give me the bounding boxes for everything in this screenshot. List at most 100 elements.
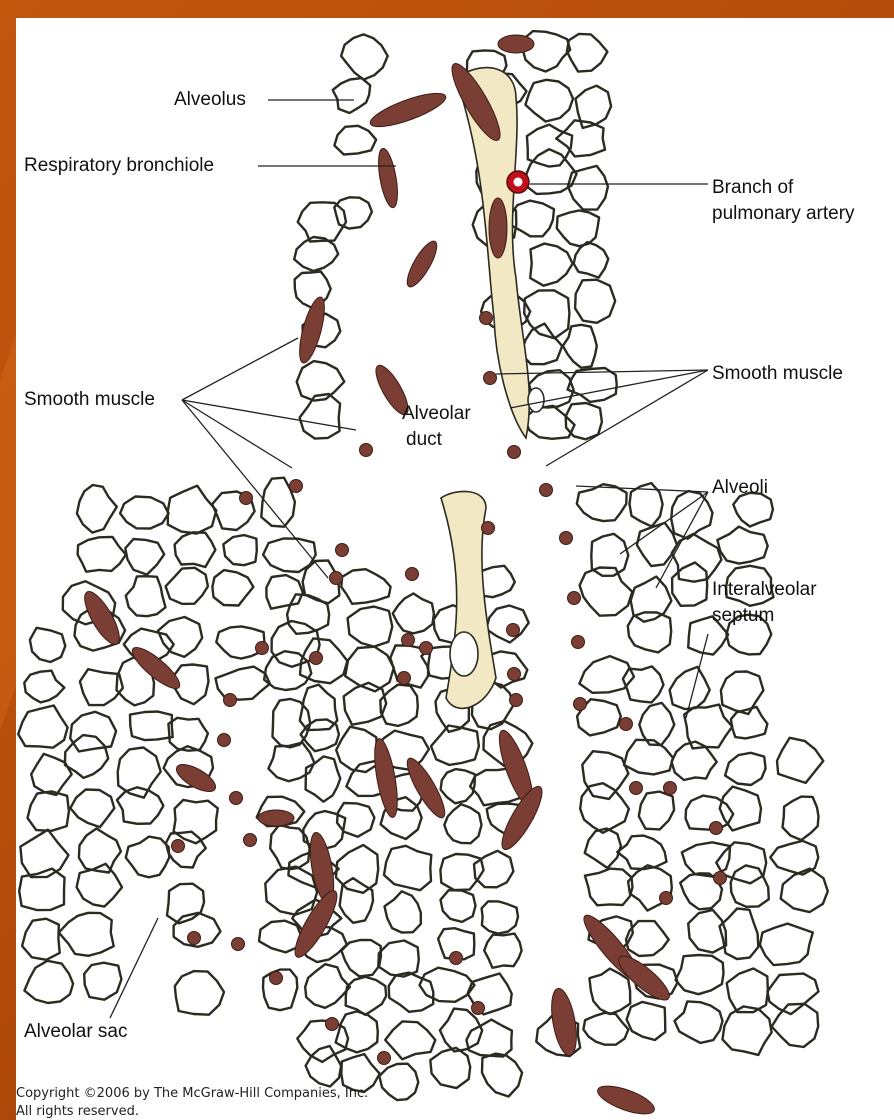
alveolus-cell <box>482 901 518 933</box>
smooth-muscle-knob <box>574 698 587 711</box>
smooth-muscle-bundle <box>613 950 675 1006</box>
alveolus-cell <box>521 324 562 365</box>
alveolus-cell <box>174 800 218 843</box>
alveolus-cell <box>259 921 301 953</box>
alveolus-cell <box>306 756 341 801</box>
smooth-muscle-knob <box>290 480 303 493</box>
smooth-muscle-knob <box>572 636 585 649</box>
alveolus-cell <box>628 612 671 652</box>
alveolus-cell <box>585 869 633 906</box>
smooth-muscle-knob <box>378 1052 391 1065</box>
alveolus-cell <box>617 836 666 870</box>
smooth-muscle-knob <box>714 872 727 885</box>
alveolus-cell <box>639 703 674 745</box>
alveolus-cell <box>777 738 823 783</box>
alveolus-cell <box>18 706 67 748</box>
alveolus-cell <box>717 527 767 564</box>
smooth-muscle-bundle <box>127 642 185 694</box>
smooth-muscle-bundle <box>370 737 402 819</box>
alveolus-cell <box>583 1013 628 1045</box>
smooth-muscle-bundle <box>489 198 507 258</box>
alveolus-cell <box>384 846 431 890</box>
label-branch-line2: pulmonary artery <box>712 202 855 226</box>
alveolus-cell <box>783 797 819 841</box>
copyright-line2: All rights reserved. <box>16 1104 139 1120</box>
smooth-muscle-bundle <box>498 35 534 53</box>
leader-line <box>182 338 298 400</box>
alveolus-cell <box>341 940 381 977</box>
alveolus-cell <box>345 647 394 692</box>
label-smooth-muscle-right: Smooth muscle <box>712 362 843 386</box>
smooth-muscle-knob <box>172 840 185 853</box>
smooth-muscle-knob <box>360 444 373 457</box>
smooth-muscle-knob <box>270 972 283 985</box>
alveolus-cell <box>585 829 621 869</box>
alveolus-cell <box>420 968 475 1002</box>
smooth-muscle-bundle <box>594 1080 657 1119</box>
smooth-muscle-knob <box>480 312 493 325</box>
blood-vessel <box>450 632 478 676</box>
smooth-muscle-knob <box>660 892 673 905</box>
alveolus-cell <box>28 791 69 830</box>
alveolus-cell <box>686 796 734 831</box>
smooth-muscle-knob <box>507 624 520 637</box>
blood-vessel <box>528 388 544 412</box>
alveolus-cell <box>78 537 126 572</box>
alveolus-cell <box>84 963 121 1000</box>
alveolus-cell <box>120 497 169 529</box>
label-interalveolar-line1: Interalveolar <box>712 578 817 602</box>
label-alveolar-sac: Alveolar sac <box>24 1020 128 1044</box>
alveolus-cell <box>760 924 813 966</box>
alveolus-cell <box>523 31 570 71</box>
alveolus-cell <box>130 712 173 741</box>
alveolus-cell <box>589 969 630 1015</box>
alveolus-cell <box>24 961 73 1003</box>
alveolus-cell <box>265 867 317 915</box>
smooth-muscle-bundle <box>258 810 294 826</box>
label-smooth-muscle-left: Smooth muscle <box>24 388 155 412</box>
smooth-muscle-knob <box>560 532 573 545</box>
leader-line <box>656 492 708 588</box>
smooth-muscle-knob <box>482 522 495 535</box>
alveolus-cell <box>295 272 331 308</box>
smooth-muscle-knob <box>484 372 497 385</box>
alveolus-cell <box>264 651 311 690</box>
alveolus-cell <box>430 1048 470 1088</box>
alveolus-cell <box>474 851 513 888</box>
label-alveolar-duct-line1: Alveolar <box>402 402 471 426</box>
alveolus-cell <box>389 973 434 1012</box>
label-alveolus: Alveolus <box>174 88 246 112</box>
smooth-muscle-bundle <box>401 754 451 822</box>
alveolus-cell <box>626 921 669 956</box>
alveolus-cell <box>444 804 481 843</box>
alveolus-cell <box>486 606 529 643</box>
alveolus-cell <box>567 34 608 72</box>
smooth-muscle-knob <box>224 694 237 707</box>
alveolus-cell <box>168 486 217 534</box>
alveolus-cell <box>378 941 419 977</box>
label-alveolar-duct-line2: duct <box>406 428 442 452</box>
alveolus-cell <box>70 712 116 752</box>
label-branch-line1: Branch of <box>712 176 793 200</box>
label-interalveolar-line2: septum <box>712 604 774 628</box>
smooth-muscle-knob <box>620 718 633 731</box>
alveolus-cell <box>379 1064 418 1100</box>
smooth-muscle-knob <box>508 446 521 459</box>
alveolus-cell <box>266 575 302 609</box>
alveolus-cell <box>440 1009 482 1052</box>
alveolus-cell <box>175 971 224 1015</box>
alveolus-cell <box>223 535 256 565</box>
alveolus-cell <box>725 753 766 785</box>
leader-lines <box>110 100 708 1018</box>
leader-line <box>110 918 158 1018</box>
figure-panel: Alveolus Respiratory bronchiole Branch o… <box>16 18 894 1120</box>
alveolus-cell <box>118 748 161 798</box>
alveolus-cell <box>158 617 202 657</box>
alveolus-cell <box>563 325 597 368</box>
alveolus-cell <box>723 1006 772 1055</box>
alveolus-cell <box>341 569 390 604</box>
alveolus-cell <box>341 34 388 79</box>
alveolus-cell <box>348 607 393 647</box>
alveolus-cell <box>440 854 483 890</box>
alveolus-cell <box>24 671 64 703</box>
